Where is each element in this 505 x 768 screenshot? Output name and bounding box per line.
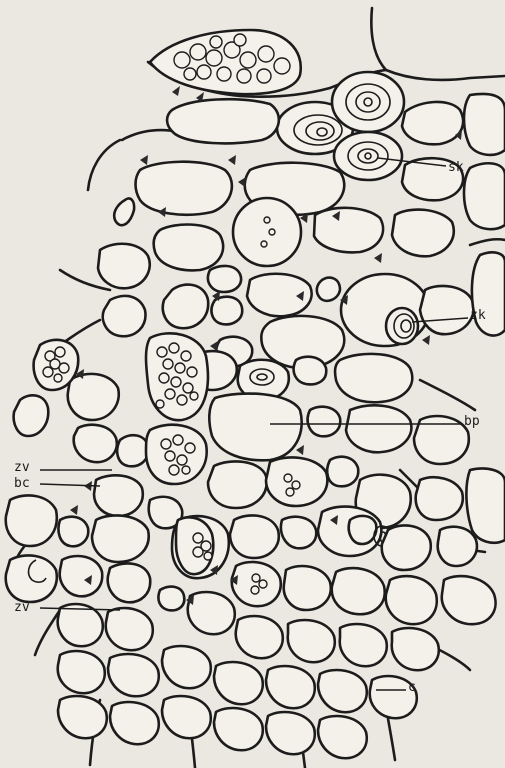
label-sk: sk — [448, 160, 464, 175]
label-bc: bc — [14, 476, 30, 491]
label-bp: bp — [464, 414, 480, 429]
label-zv-lower: zv — [14, 600, 30, 615]
label-c: c — [408, 680, 416, 695]
label-zv-upper: zv — [14, 460, 30, 475]
zk-cell — [386, 308, 418, 344]
label-zk: zk — [470, 308, 486, 323]
